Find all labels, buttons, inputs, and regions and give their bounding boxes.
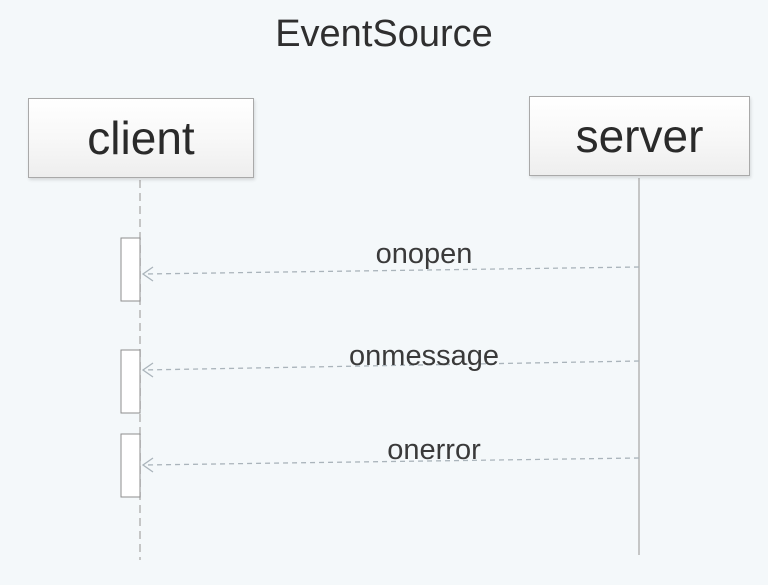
client-actor-label: client [87,112,195,164]
client-actor-box: client [28,98,254,178]
onmessage-label: onmessage [349,340,499,372]
client-activation-3 [120,433,141,498]
server-actor-label: server [575,110,704,162]
onopen-arrow [141,266,640,282]
server-actor-box: server [529,96,750,176]
onopen-label: onopen [375,238,473,270]
onmessage-arrow [141,360,640,378]
client-activation-2 [120,349,141,414]
diagram-title: EventSource [275,13,493,55]
onerror-label: onerror [387,434,481,466]
client-activation-1 [120,237,141,302]
onerror-arrow [141,457,640,473]
